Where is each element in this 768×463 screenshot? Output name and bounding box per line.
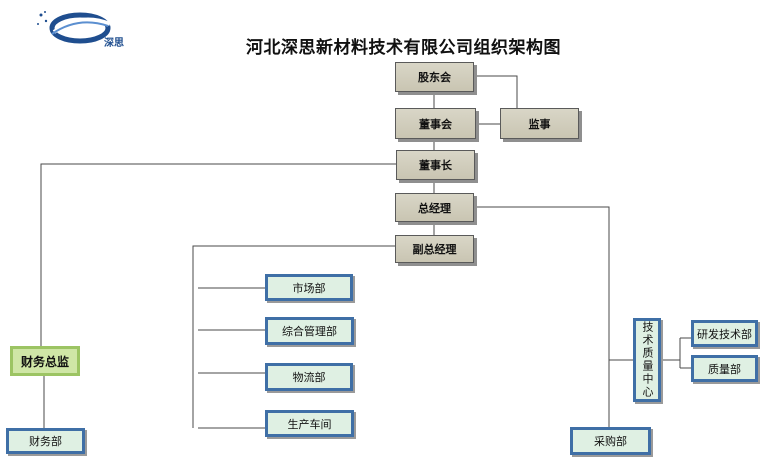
node-market: 市场部 [265,274,353,301]
node-finance: 财务部 [6,428,85,454]
company-logo [37,11,111,44]
node-rnd: 研发技术部 [691,320,758,347]
node-tech-quality-center: 技术质量中心 [633,318,661,402]
node-finance-director: 财务总监 [10,346,80,376]
chart-title: 河北深思新材料技术有限公司组织架构图 [246,38,561,58]
connector-line [474,206,610,427]
connector-line [474,75,518,108]
node-procurement: 采购部 [570,427,651,455]
node-general-admin: 综合管理部 [265,317,354,345]
connector-line [192,245,395,428]
node-shareholders-meeting: 股东会 [395,62,474,92]
node-chairman: 董事长 [396,150,475,180]
connector-line [40,163,396,346]
node-production: 生产车间 [265,410,354,437]
node-general-manager: 总经理 [395,193,474,222]
node-logistics: 物流部 [265,363,353,391]
node-quality: 质量部 [691,355,758,382]
node-board: 董事会 [395,108,476,139]
logo-text: 深思 [104,38,124,49]
node-supervisor: 监事 [500,108,579,139]
node-deputy-gm: 副总经理 [395,235,474,263]
